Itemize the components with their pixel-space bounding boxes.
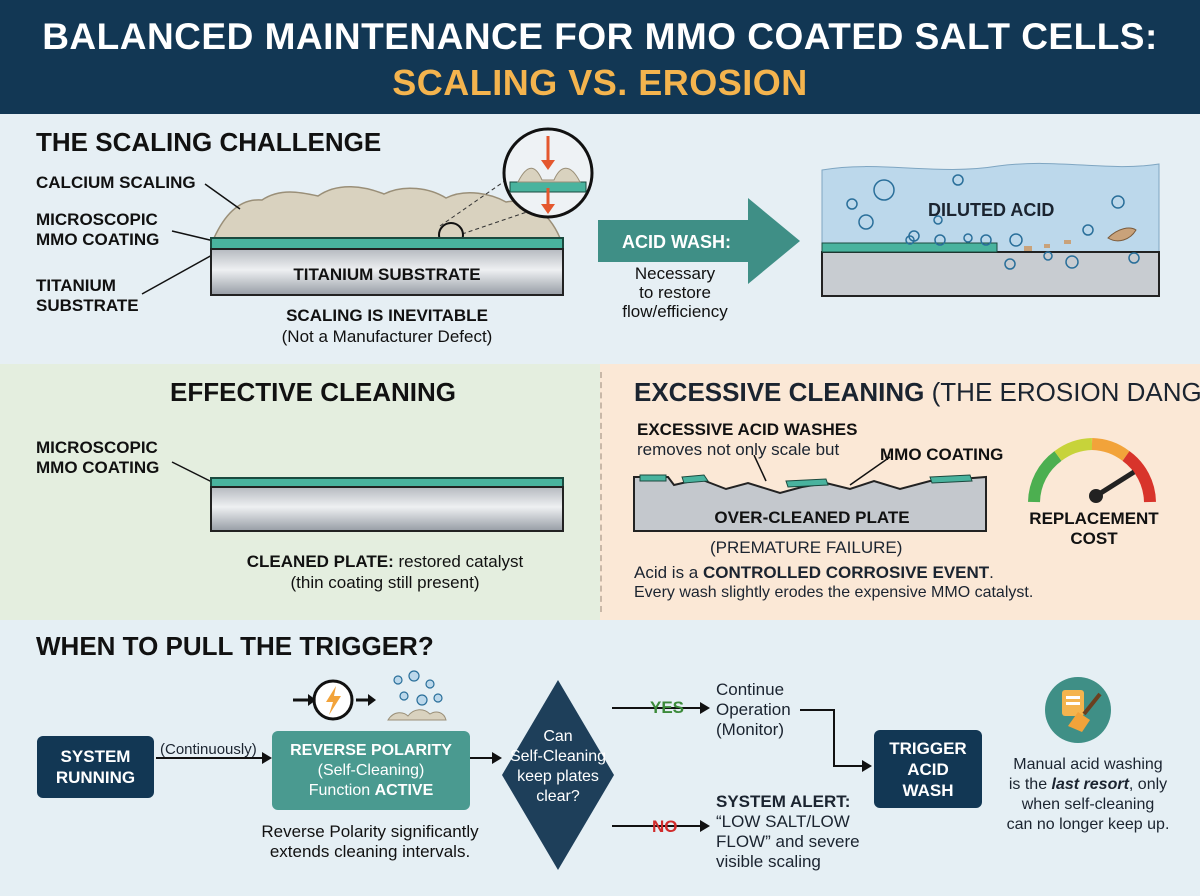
cleaned-plate-rest: restored catalyst (393, 552, 524, 571)
cleaned-plate (210, 486, 564, 532)
trigger-line3: WASH (902, 780, 954, 800)
scaling-caption-bold: SCALING IS INEVITABLE (286, 306, 488, 325)
replacement-cost-label-2: COST (1070, 529, 1118, 548)
note1-post: . (989, 563, 994, 582)
acid-wash-arrow (598, 198, 800, 284)
effective-caption-2: (thin coating still present) (290, 573, 480, 592)
excessive-cleaning-heading: EXCESSIVE CLEANING (THE EROSION DANGER) (634, 377, 1200, 408)
alert-line3: FLOW” and severe (716, 832, 860, 851)
effective-caption-1: CLEANED PLATE: restored catalyst (170, 551, 600, 572)
premature-failure-label: (PREMATURE FAILURE) (710, 538, 903, 557)
title-line-2: SCALING VS. EROSION (392, 62, 808, 103)
trigger-line1: TRIGGER (889, 738, 967, 758)
title-line-1: BALANCED MAINTENANCE FOR MMO COATED SALT… (42, 16, 1158, 57)
manual-line4: can no longer keep up. (1006, 816, 1170, 833)
mmo-coating-label-line1: MICROSCOPIC (36, 210, 158, 229)
scaling-heading: THE SCALING CHALLENGE (36, 127, 382, 157)
over-cleaned-plate-text: OVER-CLEANED PLATE (714, 508, 910, 527)
continuously-label: (Continuously) (160, 741, 257, 758)
reverse-note-1: Reverse Polarity significantly (261, 822, 479, 841)
manual-line3: when self-cleaning (1021, 796, 1155, 813)
system-running-box: SYSTEM RUNNING (37, 736, 154, 798)
reverse-note-2: extends cleaning intervals. (269, 842, 471, 861)
effective-mmo-label-line2: MMO COATING (36, 458, 160, 477)
continue-line2: Operation (716, 700, 791, 719)
system-running-line1: SYSTEM (60, 747, 131, 766)
titanium-label-line2: SUBSTRATE (36, 296, 139, 315)
excessive-heading-bold: EXCESSIVE CLEANING (634, 377, 925, 407)
alert-line1: SYSTEM ALERT: (716, 792, 851, 811)
titanium-substrate-plate (210, 248, 564, 296)
system-alert: SYSTEM ALERT: “LOW SALT/LOW FLOW” and se… (716, 792, 860, 872)
system-running-line2: RUNNING (55, 768, 136, 787)
controlled-corrosive-note: Acid is a CONTROLLED CORROSIVE EVENT. (634, 563, 994, 583)
diluted-acid-label: DILUTED ACID (928, 200, 1055, 220)
reverse-polarity-line2: (Self-Cleaning) (317, 761, 425, 779)
effective-cleaning-heading: EFFECTIVE CLEANING (170, 377, 457, 407)
effective-leader-line (171, 461, 213, 483)
titanium-label-line1: TITANIUM (36, 276, 116, 295)
trigger-acid-wash-box: TRIGGER ACID WASH (874, 730, 982, 808)
reverse-polarity-line1: REVERSE POLARITY (290, 741, 452, 759)
excessive-washes-label: EXCESSIVE ACID WASHES (637, 420, 858, 439)
alert-line4: visible scaling (716, 852, 821, 871)
trigger-line2: ACID (907, 759, 949, 779)
decision-diamond (502, 680, 614, 870)
excessive-washes-desc: removes not only scale but (637, 440, 840, 459)
acid-wash-desc-1: Necessary (634, 264, 716, 283)
alert-line2: “LOW SALT/LOW (716, 812, 850, 831)
section-divider (600, 372, 602, 612)
reverse-3a: Function (308, 781, 375, 799)
effective-mmo-label-line1: MICROSCOPIC (36, 438, 158, 457)
scaled-plate-illustration (141, 127, 594, 295)
note1-bold: CONTROLLED CORROSIVE EVENT (702, 563, 990, 582)
yes-label: YES (650, 698, 685, 717)
header-banner (0, 0, 1200, 114)
replacement-cost-label-1: REPLACEMENT (1029, 509, 1159, 528)
reverse-3b: ACTIVE (374, 781, 434, 799)
q-line3: keep plates (517, 768, 599, 785)
q-line1: Can (543, 728, 573, 745)
manual-acid-note: Manual acid washing is the last resort, … (990, 755, 1186, 835)
q-line4: clear? (536, 788, 580, 805)
excessive-heading-rest: (THE EROSION DANGER) (931, 377, 1200, 407)
manual-line2: is the last resort, only (990, 775, 1186, 795)
manual-2a: is the (1008, 776, 1052, 793)
manual-2b: last resort (1051, 776, 1129, 793)
no-label: NO (652, 817, 678, 836)
continue-line3: (Monitor) (716, 720, 785, 739)
acid-wash-label: ACID WASH: (622, 232, 731, 252)
continue-operation: Continue Operation (Monitor) (716, 680, 791, 740)
decision-question: Can Self-Cleaning keep plates clear? (500, 727, 616, 807)
note1-pre: Acid is a (634, 563, 703, 582)
acid-tank-illustration (821, 162, 1160, 297)
manual-line1: Manual acid washing (1013, 756, 1163, 773)
acid-wash-desc-3: flow/efficiency (622, 302, 728, 321)
continue-line1: Continue (716, 680, 785, 699)
reverse-polarity-line3: Function ACTIVE (309, 781, 433, 801)
manual-2c: , only (1128, 776, 1168, 793)
over-cleaned-plate-illustration (633, 455, 987, 532)
calcium-scaling-label: CALCIUM SCALING (36, 173, 196, 192)
q-line2: Self-Cleaning (509, 748, 607, 765)
flowchart-connectors (156, 670, 1111, 832)
reverse-polarity-box: REVERSE POLARITY (Self-Cleaning) Functio… (272, 731, 470, 810)
mmo-coating-label: MMO COATING (880, 445, 1004, 464)
mmo-coating-label-line2: MMO COATING (36, 230, 160, 249)
cleaned-plate-bold: CLEANED PLATE: (246, 552, 394, 571)
scaling-caption: (Not a Manufacturer Defect) (281, 327, 493, 346)
trigger-heading: WHEN TO PULL THE TRIGGER? (36, 631, 434, 661)
replacement-cost-gauge-icon (1028, 438, 1156, 503)
plate-text: TITANIUM SUBSTRATE (293, 265, 481, 284)
acid-wash-desc-2: to restore (639, 283, 711, 302)
erosion-note: Every wash slightly erodes the expensive… (634, 584, 1034, 601)
